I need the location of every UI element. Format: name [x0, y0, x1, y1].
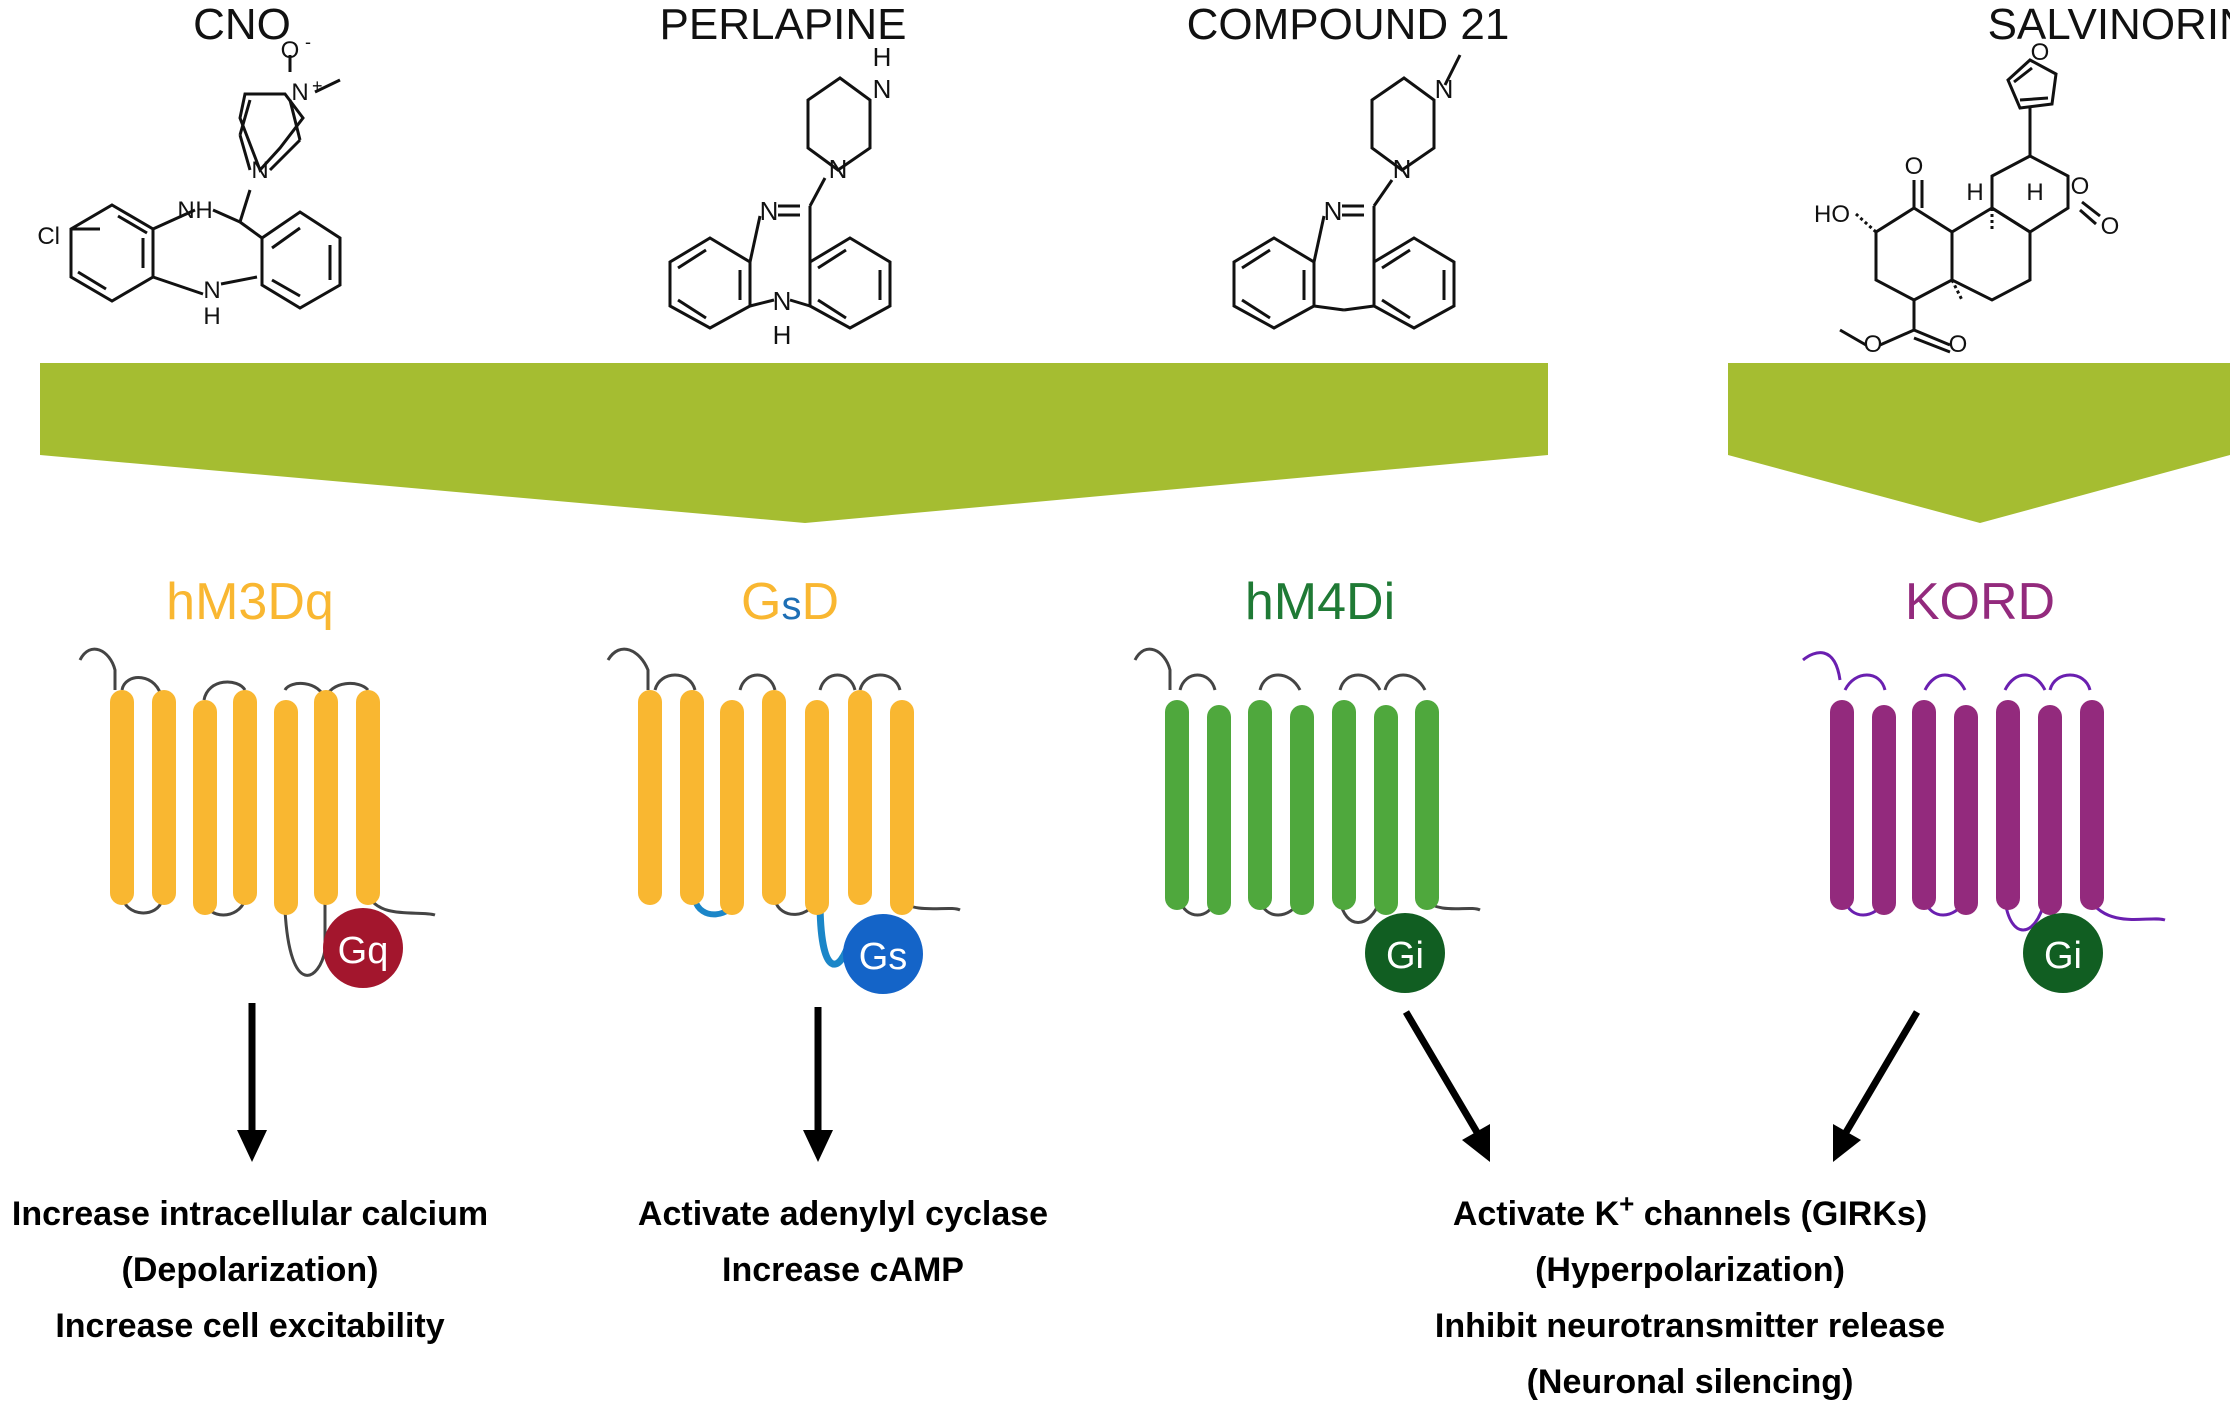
cno-h-top: H	[195, 197, 212, 224]
arrow-gi-1-head	[1462, 1124, 1490, 1162]
perlapine-h-top: H	[873, 42, 892, 72]
perlapine-n-pip: N	[829, 154, 848, 184]
salvinorin-o-furan: O	[2031, 39, 2050, 66]
ligand-name-cno: CNO	[193, 0, 291, 49]
perlapine-n-imine: N	[760, 196, 779, 226]
effect-gs-line-2: Increase cAMP	[722, 1251, 964, 1289]
effect-gi-line-4: (Neuronal silencing)	[1526, 1363, 1854, 1401]
gi-protein-1	[1365, 913, 1445, 993]
cno-n-pip: N	[251, 157, 268, 184]
cno-minus: -	[305, 32, 311, 52]
effect-gq-line-2: (Depolarization)	[121, 1251, 379, 1289]
receptor-name-kord: KORD	[1904, 573, 2056, 631]
effect-gi-line-1: Activate K+ channels (GIRKs)	[1380, 1186, 2000, 1242]
ligand-arrow-band-right	[1728, 363, 2230, 523]
gq-label: Gq	[338, 930, 389, 972]
cno-n-top: N	[177, 197, 194, 224]
salvinorin-o-carbonyl: O	[2101, 213, 2120, 240]
perlapine-n-top: N	[873, 74, 892, 104]
gsd-part-s: s	[781, 584, 802, 628]
ligand-arrow-band-left	[40, 363, 1548, 523]
gi-label-1: Gi	[1386, 935, 1424, 977]
cno-plus: +	[312, 76, 323, 96]
cno-cl: Cl	[37, 223, 60, 250]
gs-protein	[843, 914, 923, 994]
effect-gi-line-3: Inhibit neurotransmitter release	[1434, 1307, 1946, 1345]
signal-arrows	[237, 1003, 1921, 1162]
receptor-kord: Gi	[1802, 651, 2166, 993]
ligand-name-perlapine: PERLAPINE	[659, 0, 907, 49]
receptor-hm3dq: Gq	[78, 647, 436, 988]
cno-structure	[69, 55, 342, 310]
salvinorin-o-ester-2: O	[1864, 331, 1883, 358]
receptor-name-gsd: GsD	[590, 572, 990, 632]
cno-h-bottom: H	[203, 303, 220, 330]
arrow-gi-2	[1841, 1010, 1921, 1136]
effect-gq-line-3: Increase cell excitability	[55, 1307, 445, 1345]
salvinorin-b-atoms: O O O O HO H H O O	[1814, 39, 2119, 358]
cno-n-bottom: N	[203, 277, 220, 304]
effect-gs-line-1: Activate adenylyl cyclase	[637, 1195, 1049, 1233]
receptor-name-hm3dq: hM3Dq	[166, 573, 334, 631]
ligand-name-salvinorin-b: SALVINORIN B	[1987, 0, 2230, 49]
ligand-name-compound-21: COMPOUND 21	[1186, 0, 1510, 49]
effect-gi-line-1-post: channels (GIRKs)	[1634, 1195, 1928, 1233]
receptor-hm4di: Gi	[1133, 647, 1481, 993]
gi-protein-2	[2023, 913, 2103, 993]
gi-label-2: Gi	[2044, 935, 2082, 977]
compound21-atoms: N N N	[1324, 74, 1454, 226]
gq-protein	[323, 908, 403, 988]
perlapine-atoms: N N H N N H	[760, 42, 892, 350]
compound21-n-top: N	[1435, 74, 1454, 104]
effect-gi-line-1-sup: +	[1619, 1188, 1635, 1219]
cno-atoms: Cl H N N H N N O - +	[37, 32, 322, 330]
effect-gq-line-1: Increase intracellular calcium	[11, 1195, 489, 1233]
effect-gq: Increase intracellular calcium (Depolari…	[0, 1186, 560, 1354]
effect-gi-line-2: (Hyperpolarization)	[1535, 1251, 1845, 1289]
effect-gi-line-1-pre: Activate K	[1452, 1195, 1620, 1233]
cno-o: O	[281, 37, 300, 64]
compound21-n-pip: N	[1393, 154, 1412, 184]
perlapine-structure	[668, 76, 892, 330]
perlapine-n-bridge: N	[773, 286, 792, 316]
compound21-n-imine: N	[1324, 196, 1343, 226]
arrow-gi-2-head	[1833, 1124, 1861, 1162]
receptor-name-hm4di: hM4Di	[1244, 573, 1396, 631]
arrow-gs-head	[803, 1130, 833, 1162]
arrow-gi-1	[1402, 1010, 1482, 1136]
gsd-part-g: G	[740, 573, 782, 631]
salvinorin-o-ketone: O	[1905, 153, 1924, 180]
perlapine-h-bridge: H	[773, 320, 792, 350]
receptor-gsd: Gs	[606, 647, 961, 994]
cno-n-oxide: N	[291, 79, 308, 106]
salvinorin-h-2: H	[2026, 179, 2043, 206]
salvinorin-h-1: H	[1966, 179, 1983, 206]
salvinorin-ho: HO	[1814, 201, 1850, 228]
effect-gs: Activate adenylyl cyclase Increase cAMP	[533, 1186, 1153, 1298]
salvinorin-o-lactone: O	[2071, 173, 2090, 200]
effect-gi: Activate K+ channels (GIRKs) (Hyperpolar…	[1380, 1186, 2000, 1410]
gs-label: Gs	[859, 936, 908, 978]
salvinorin-b-structure	[1839, 58, 2101, 354]
gsd-part-d: D	[801, 573, 839, 631]
arrow-gq-head	[237, 1130, 267, 1162]
salvinorin-o-ester-1: O	[1949, 331, 1968, 358]
compound21-structure	[1232, 54, 1462, 330]
